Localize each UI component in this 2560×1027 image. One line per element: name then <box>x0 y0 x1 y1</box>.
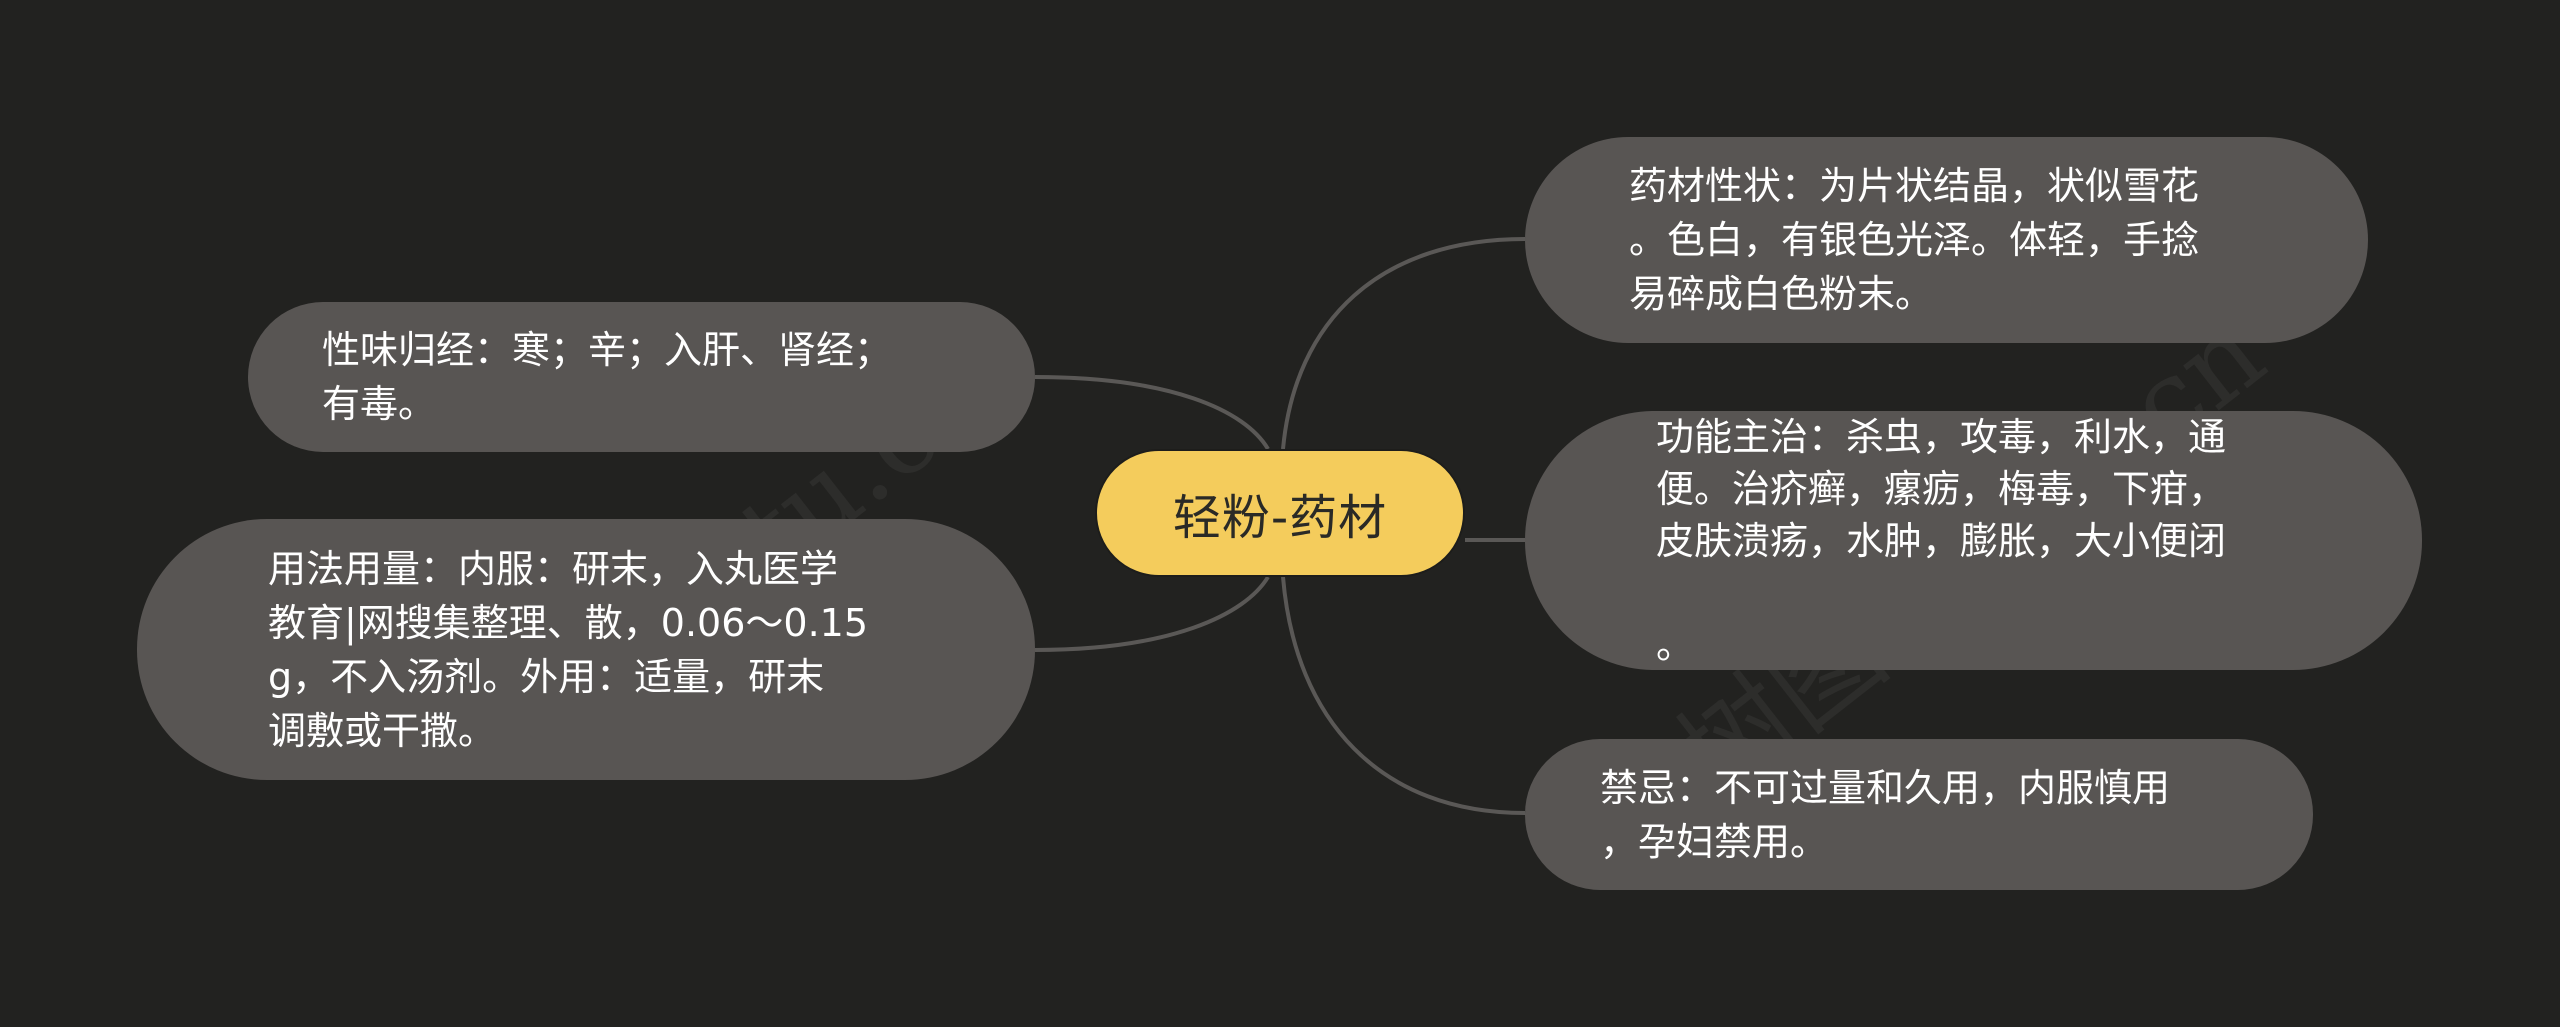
central-topic-label: 轻粉-药材 <box>1172 490 1388 546</box>
node-gongneng-zhuzhi[interactable]: 功能主治：杀虫，攻毒，利水，通 便。治疥癣，瘰疬，梅毒，下疳， 皮肤溃疡，水肿，… <box>1525 411 2422 670</box>
connector-to-yongfa <box>1034 575 1270 652</box>
node-text: 性味归经：寒；辛；入肝、肾经； 有毒。 <box>322 328 893 426</box>
node-yongfa-yongliang[interactable]: 用法用量：内服：研末，入丸医学 教育|网搜集整理、散，0.06～0.15 g，不… <box>137 519 1035 780</box>
connector-to-jinji <box>1281 576 1526 815</box>
node-text: 用法用量：内服：研末，入丸医学 教育|网搜集整理、散，0.06～0.15 g，不… <box>268 546 869 753</box>
node-yaocai-xingzhuang[interactable]: 药材性状：为片状结晶，状似雪花 。色白，有银色光泽。体轻，手捻 易碎成白色粉末。 <box>1525 137 2368 343</box>
node-xingwei-guijing[interactable]: 性味归经：寒；辛；入肝、肾经； 有毒。 <box>248 302 1035 452</box>
node-jinji[interactable]: 禁忌：不可过量和久用，内服慎用 ，孕妇禁用。 <box>1525 739 2313 890</box>
connector-to-xingzhuang <box>1281 237 1526 450</box>
node-text: 药材性状：为片状结晶，状似雪花 。色白，有银色光泽。体轻，手捻 易碎成白色粉末。 <box>1629 164 2200 316</box>
node-text: 功能主治：杀虫，攻毒，利水，通 便。治疥癣，瘰疬，梅毒，下疳， 皮肤溃疡，水肿，… <box>1656 414 2227 667</box>
central-topic-node[interactable]: 轻粉-药材 <box>1095 449 1465 577</box>
node-text: 禁忌：不可过量和久用，内服慎用 ，孕妇禁用。 <box>1600 765 2171 864</box>
connector-to-xingwei <box>1034 375 1270 451</box>
